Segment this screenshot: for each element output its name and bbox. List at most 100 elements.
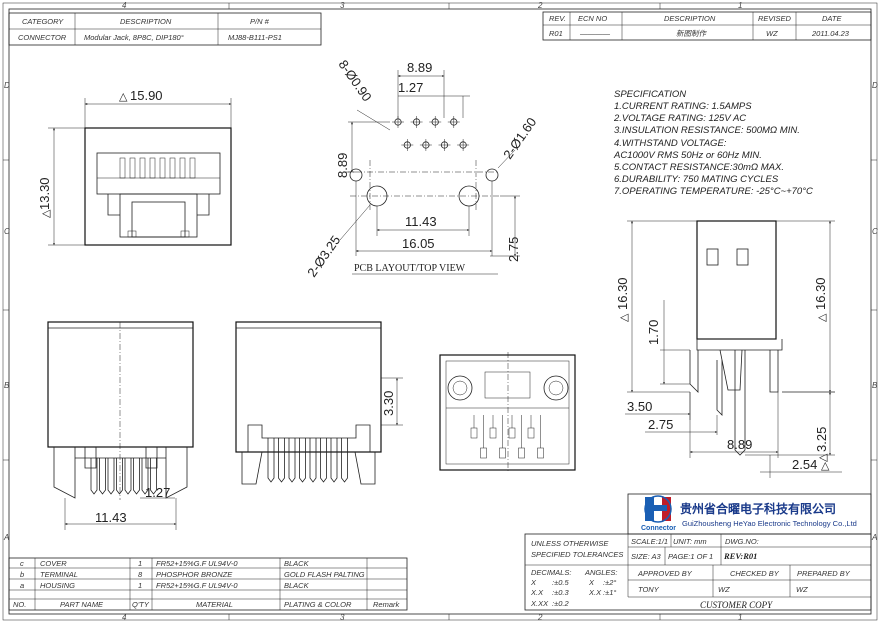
tolerance-heading-1: UNLESS OTHERWISE [531, 539, 609, 548]
bom-c-name: COVER [40, 559, 67, 568]
zone-bottom-4: 4 [122, 613, 127, 622]
pin-pad [508, 427, 516, 439]
bom-c-material: FR52+15%G.F UL94V-0 [156, 559, 238, 568]
terminal-pin [320, 438, 327, 483]
spec-title: SPECIFICATION [614, 89, 686, 100]
tol-xx-val: :±0.3 [552, 588, 569, 597]
terminal-pin [309, 438, 317, 483]
tol-ang-xx-val: :±1° [603, 588, 616, 597]
dim-span-1143: 11.43 [405, 214, 437, 229]
dim-side-170: 1.70 [646, 320, 661, 345]
dim-vert-889: 8.89 [335, 153, 350, 178]
dwg-label: DWG.NO: [725, 537, 759, 546]
contact-slot [179, 157, 186, 179]
pin-pad [518, 447, 525, 459]
spec-line-2: 2.VOLTAGE RATING: 125V AC [613, 113, 746, 124]
tol-ang-xx: X.X [588, 588, 602, 597]
rev-label: REV:R01 [723, 551, 757, 561]
spec-line-7: 6.DURABILITY: 750 MATING CYCLES [614, 174, 779, 185]
revision-block: REV. ECN NO DESCRIPTION REVISED DATE R01… [542, 11, 872, 41]
delta-marker-icon: △ [816, 313, 828, 322]
dim-bottom-127: 1.27 [145, 485, 170, 500]
rev-description-header: DESCRIPTION [664, 14, 716, 23]
zone-left-c: C [4, 227, 10, 236]
spec-line-4: 4.WITHSTAND VOLTAGE: [614, 138, 727, 149]
bom-a-plating: BLACK [284, 581, 310, 590]
pn-header: P/N # [250, 17, 270, 26]
tol-xx: X.X [530, 588, 544, 597]
zone-left-d: D [4, 81, 10, 90]
rev-description-value: 新图制作 [676, 29, 707, 38]
approved-label: APPROVED BY [637, 569, 693, 578]
inner-frame [8, 8, 872, 615]
specification-block: SPECIFICATION 1.CURRENT RATING: 1.5AMPS … [613, 89, 813, 197]
spec-line-8: 7.OPERATING TEMPERATURE: -25°C~+70°C [614, 186, 813, 197]
pin-pad [499, 447, 506, 459]
delta-marker-icon: △ [119, 91, 128, 103]
contact-slot [139, 157, 146, 179]
zone-right-c: C [872, 227, 878, 236]
dim-pitch-889: 8.89 [407, 60, 432, 75]
pin-pad [537, 447, 544, 459]
tol-ang-x-val: :±2° [603, 578, 616, 587]
description-value: Modular Jack, 8P8C, DIP180° [84, 33, 184, 42]
terminal-pin [133, 458, 140, 495]
dim-side-254: 2.54 [792, 457, 817, 472]
tol-x-val: :±0.5 [552, 578, 569, 587]
company-logo-icon [644, 495, 672, 523]
dim-front-height: 13.30 [37, 177, 52, 210]
dim-side-889: 8.89 [727, 437, 752, 452]
tol-x: X [530, 578, 537, 587]
date-header: DATE [822, 14, 842, 23]
description-header: DESCRIPTION [120, 17, 172, 26]
scale-label: SCALE:1/1 [631, 537, 668, 546]
contact-slot [159, 157, 166, 179]
category-value: CONNECTOR [18, 33, 67, 42]
bom-a-no: a [20, 581, 24, 590]
zone-top-4: 4 [122, 1, 127, 10]
zone-top-2: 2 [537, 1, 543, 10]
contact-slot [119, 157, 126, 179]
pn-value: MJ88-B111-PS1 [228, 33, 282, 42]
bom-table: c COVER 1 FR52+15%G.F UL94V-0 BLACK b TE… [8, 557, 408, 611]
customer-copy-label: CUSTOMER COPY [700, 600, 773, 610]
zone-top-3: 3 [340, 1, 345, 10]
sheet-info-block: UNLESS OTHERWISE SPECIFIED TOLERANCES SC… [524, 533, 872, 611]
rev-header: REV. [549, 14, 566, 23]
bom-b-name: TERMINAL [40, 570, 78, 579]
dim-side-height-right: 16.30 [813, 277, 828, 310]
size-label: SIZE: A3 [631, 552, 662, 561]
pcb-layout-view: 8.89 1.27 8-Ø0.90 2-Ø1.60 8.89 11.43 16.… [304, 57, 539, 280]
rear-view: 3.30 [235, 321, 403, 485]
dim-front-width: 15.90 [130, 88, 163, 103]
angles-label: ANGLES: [584, 568, 618, 577]
label-holes-large: 2-Ø1.60 [500, 115, 539, 162]
terminal-pin [288, 438, 296, 483]
ecn-value: ———— [579, 29, 611, 38]
revised-header: REVISED [758, 14, 792, 23]
label-holes-mount: 2-Ø3.25 [304, 233, 343, 280]
zone-bottom-3: 3 [340, 613, 345, 622]
company-name-cn: 贵州省合曜电子科技有限公司 [680, 501, 836, 516]
date-value: 2011.04.23 [811, 29, 850, 38]
bom-c-no: c [20, 559, 24, 568]
terminal-pin [124, 458, 132, 495]
revised-value: WZ [766, 29, 778, 38]
bom-header-qty: Q'TY [132, 600, 150, 609]
dim-side2-330: 3.30 [381, 391, 396, 416]
contact-slot [169, 157, 176, 179]
bom-header-plating: PLATING & COLOR [284, 600, 352, 609]
bom-c-plating: BLACK [284, 559, 310, 568]
terminal-pin [141, 458, 149, 495]
pin-pad [489, 427, 497, 439]
tolerance-heading-2: SPECIFIED TOLERANCES [531, 550, 623, 559]
bom-a-qty: 1 [138, 581, 142, 590]
prepared-value: WZ [796, 585, 808, 594]
delta-marker-icon: △ [821, 460, 830, 472]
approved-value: TONY [638, 585, 660, 594]
decimals-label: DECIMALS: [531, 568, 571, 577]
contact-slot [129, 157, 136, 179]
tol-xxx-val: :±0.2 [552, 599, 569, 608]
